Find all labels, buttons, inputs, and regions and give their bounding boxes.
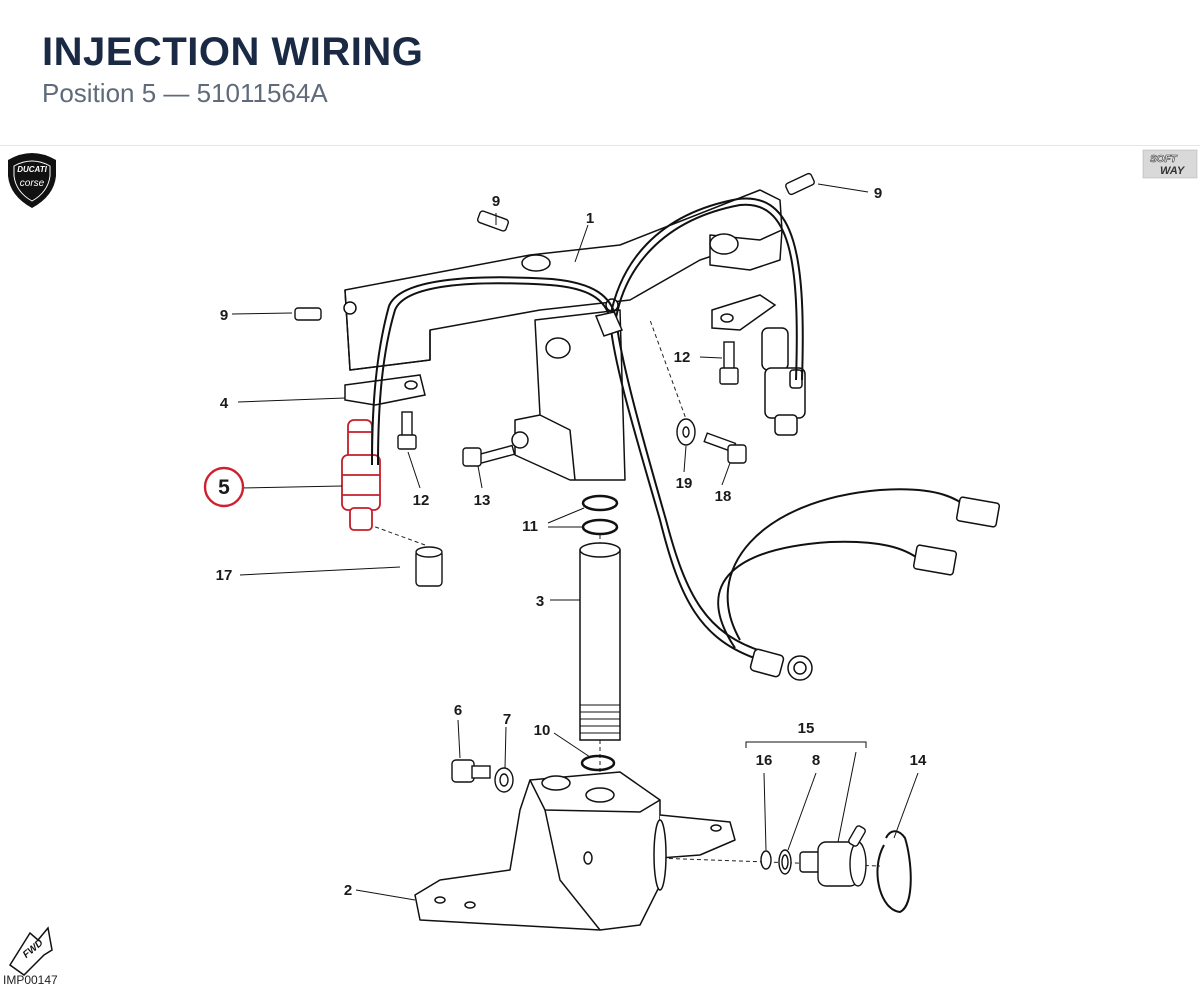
part-3-tube bbox=[579, 542, 621, 741]
callout-10: 10 bbox=[534, 722, 551, 739]
softway-logo: SOFT WAY bbox=[1142, 149, 1198, 179]
fwd-arrow: FWD bbox=[8, 926, 53, 976]
callout-14: 14 bbox=[910, 752, 927, 769]
screw-6-washer-7 bbox=[451, 759, 514, 793]
callout-17: 17 bbox=[216, 567, 233, 584]
page-subtitle: Position 5 — 51011564A bbox=[42, 78, 328, 108]
ducati-corse-logo: DUCATI corse bbox=[8, 153, 56, 208]
right-injector bbox=[711, 294, 806, 436]
svg-text:corse: corse bbox=[20, 178, 45, 189]
wiring-harness bbox=[371, 197, 971, 661]
part-4-clamp bbox=[344, 374, 426, 406]
callout-3: 3 bbox=[536, 593, 544, 610]
callout-15: 15 bbox=[798, 720, 815, 737]
callout-5: 5 bbox=[218, 476, 230, 499]
callout-6: 6 bbox=[454, 702, 462, 719]
svg-text:DUCATI: DUCATI bbox=[17, 165, 47, 174]
callout-12-right: 12 bbox=[674, 349, 691, 366]
svg-text:WAY: WAY bbox=[1160, 165, 1186, 177]
screws-and-pins bbox=[294, 172, 815, 587]
callout-8: 8 bbox=[812, 752, 820, 769]
callout-19: 19 bbox=[676, 475, 693, 492]
callouts: 1 2 3 4 5 6 7 8 9 9 9 10 11 12 12 13 14 … bbox=[216, 185, 927, 899]
part-2-base bbox=[414, 771, 736, 931]
callout-1: 1 bbox=[586, 210, 594, 227]
o-rings-11 bbox=[581, 494, 619, 536]
callout-18: 18 bbox=[715, 488, 732, 505]
callout-9-right: 9 bbox=[874, 185, 882, 202]
svg-text:SOFT: SOFT bbox=[1150, 154, 1178, 165]
drawing-code: IMP00147 bbox=[3, 973, 58, 987]
callout-13: 13 bbox=[474, 492, 491, 509]
regulator-group bbox=[760, 825, 912, 914]
page-title: INJECTION WIRING bbox=[42, 30, 424, 74]
callout-9-top: 9 bbox=[492, 193, 500, 210]
callout-2: 2 bbox=[344, 882, 352, 899]
callout-12-left: 12 bbox=[413, 492, 430, 509]
o-ring-10 bbox=[580, 754, 616, 772]
callout-7: 7 bbox=[503, 711, 511, 728]
highlight-ring bbox=[203, 466, 245, 508]
leader-lines bbox=[231, 183, 919, 901]
header-divider bbox=[0, 145, 1200, 146]
callout-9-left: 9 bbox=[220, 307, 228, 324]
callout-11: 11 bbox=[522, 518, 538, 535]
harness-connectors bbox=[594, 311, 1001, 681]
part-5-injector bbox=[341, 419, 381, 531]
callout-4: 4 bbox=[220, 395, 229, 412]
callout-16: 16 bbox=[756, 752, 773, 769]
